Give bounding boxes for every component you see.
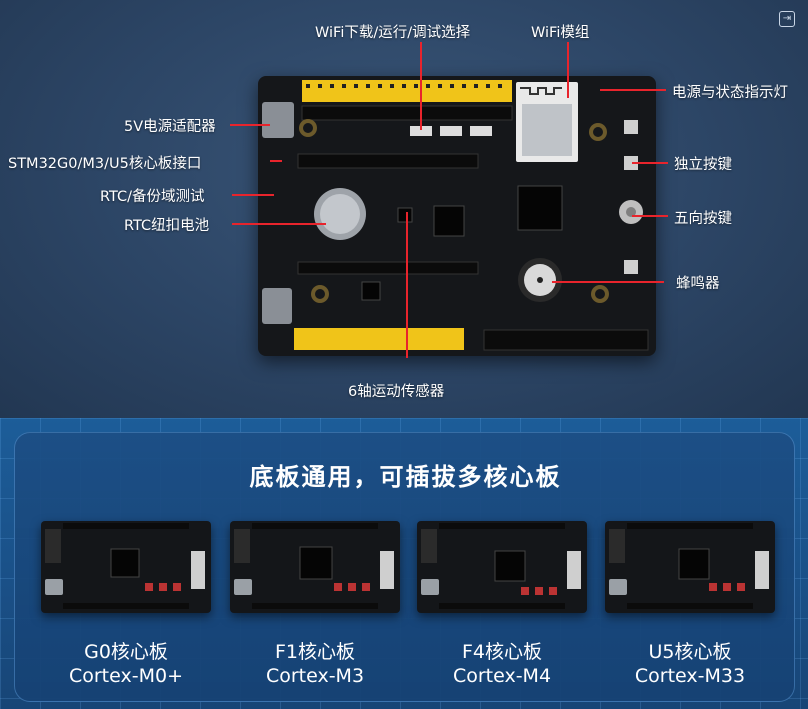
pointer-line-rtc-battery: [232, 223, 326, 225]
exit-fullscreen-icon[interactable]: ⇥: [779, 11, 795, 27]
label-wifi-select: WiFi下载/运行/调试选择: [315, 25, 471, 41]
label-independent-keys: 独立按键: [674, 157, 732, 173]
core-board-image-g0: [41, 521, 211, 613]
core-name-u5: U5核心板: [648, 641, 732, 663]
pointer-line-imu: [406, 212, 408, 358]
core-name-g0: G0核心板: [84, 641, 168, 663]
core-board-image-f4: [417, 521, 587, 613]
board-overview-section: ⇥: [0, 0, 808, 418]
pointer-line-core-connector: [270, 160, 282, 162]
pointer-line-wifi-module: [567, 42, 569, 98]
label-rtc-backup: RTC/备份域测试: [100, 189, 205, 205]
pointer-line-independent-keys: [632, 162, 668, 164]
core-arch-g0: Cortex-M0+: [68, 665, 183, 687]
label-rtc-battery: RTC纽扣电池: [124, 218, 210, 234]
core-board-drawing: [234, 523, 394, 609]
pointer-line-adapter: [230, 124, 270, 126]
label-imu-sensor: 6轴运动传感器: [348, 384, 445, 400]
core-board-drawing: [609, 523, 769, 609]
pointer-line-buzzer: [552, 281, 664, 283]
label-buzzer: 蜂鸣器: [676, 276, 720, 292]
label-adapter-5v: 5V电源适配器: [124, 119, 216, 135]
base-board-drawing: [262, 80, 649, 351]
pointer-line-rtc-backup: [232, 194, 274, 196]
core-boards-section: 底板通用，可插拔多核心板: [0, 418, 808, 709]
core-board-drawing: [45, 523, 205, 609]
pointer-line-wifi-select: [420, 42, 422, 130]
label-power-status-led: 电源与状态指示灯: [672, 85, 788, 101]
core-arch-u5: Cortex-M33: [634, 665, 746, 687]
pointer-line-five-way-key: [632, 215, 668, 217]
core-arch-f1: Cortex-M3: [265, 665, 365, 687]
core-boards-panel: 底板通用，可插拔多核心板: [14, 432, 795, 702]
core-name-f1: F1核心板: [274, 641, 356, 663]
core-arch-f4: Cortex-M4: [452, 665, 552, 687]
pointer-line-power-led: [600, 89, 666, 91]
base-board-image: [258, 76, 656, 356]
core-name-f4: F4核心板: [461, 641, 543, 663]
panel-title: 底板通用，可插拔多核心板: [249, 463, 562, 491]
core-board-image-f1: [230, 521, 400, 613]
core-board-drawing: [421, 523, 581, 609]
label-five-way-key: 五向按键: [674, 211, 732, 227]
label-core-connector: STM32G0/M3/U5核心板接口: [8, 156, 202, 172]
core-board-image-u5: [605, 521, 775, 613]
label-wifi-module: WiFi模组: [531, 25, 590, 41]
